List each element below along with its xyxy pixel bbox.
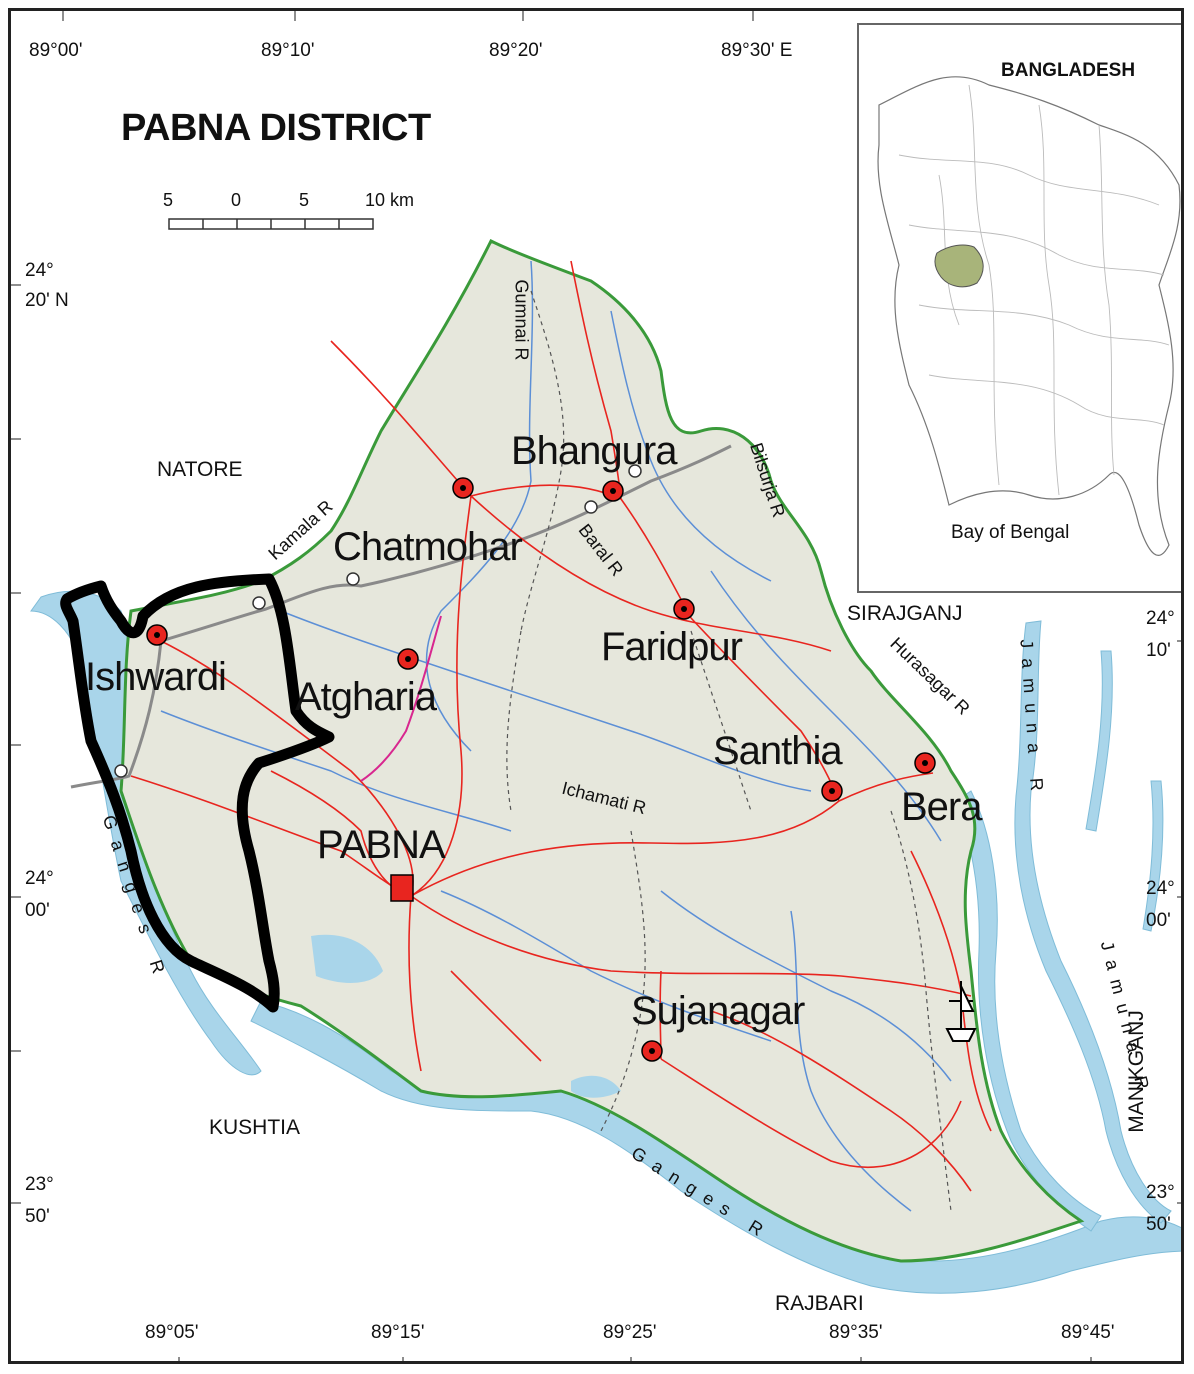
town-label-faridpur: Faridpur [601,625,743,669]
graticule-ticks [11,11,1181,1361]
port-ship-icon [945,981,977,1042]
inset-bay-label: Bay of Bengal [951,522,1070,543]
town-label-ishwardi: Ishwardi [85,655,227,699]
scale-label: 5 [299,190,310,210]
town-label-sujanagar: Sujanagar [631,989,805,1033]
scale-label: 5 [163,190,174,210]
latitude-deg: 23° [1146,1182,1175,1203]
internal-rivers [160,260,952,1212]
neighbor-district-natore: NATORE [157,458,243,481]
latitude-deg: 24° [1146,608,1175,629]
latitude-min: 50' [25,1206,50,1227]
ishwardi-annotation-outline [60,573,335,1013]
neighbor-district-kushtia: KUSHTIA [209,1116,301,1139]
map-frame: PABNA DISTRICT 5 0 5 10 km 89°00' 89°10'… [8,8,1184,1364]
scale-bar [168,218,374,230]
latitude-deg: 24° [25,868,54,889]
latitude-min: 10' [1146,640,1171,661]
town-label-chatmohar: Chatmohar [333,525,523,569]
upazila-marker-icon [397,648,419,670]
town-label-pabna: PABNA [317,823,446,867]
town-label-santhia: Santhia [713,729,843,773]
scale-label: 0 [231,190,242,210]
longitude-label: 89°05' [145,1322,199,1343]
upazila-marker-icon [673,598,695,620]
longitude-label: 89°30' E [721,40,793,61]
latitude-deg: 23° [25,1174,54,1195]
town-label-bera: Bera [901,785,982,829]
longitude-label: 89°45' [1061,1322,1115,1343]
station-markers [114,464,642,778]
neighbor-district-sirajganj: SIRAJGANJ [847,602,963,625]
upazila-marker-icon [602,480,624,502]
latitude-min: 50' [1146,1214,1171,1235]
latitude-min: 20' N [25,290,69,311]
longitude-label: 89°00' [29,40,83,61]
longitude-label: 89°10' [261,40,315,61]
map-graphic [11,11,1181,1361]
latitude-deg: 24° [1146,878,1175,899]
inner-water [311,934,621,1098]
upazila-boundaries [506,290,952,1212]
upazila-markers [146,477,936,1062]
inset-map [857,23,1181,593]
longitude-label: 89°25' [603,1322,657,1343]
upazila-marker-icon [914,752,936,774]
bangladesh-outline [877,76,1181,556]
river-label-gumnai: Gumnai R [511,279,532,361]
longitude-label: 89°20' [489,40,543,61]
upazila-marker-icon [146,624,168,646]
railways [70,444,732,789]
town-label-bhangura: Bhangura [511,429,677,473]
upazila-marker-icon [452,477,474,499]
neighbor-district-rajbari: RAJBARI [775,1292,864,1315]
longitude-label: 89°15' [371,1322,425,1343]
upazila-marker-icon [641,1040,663,1062]
inset-graphic [877,76,1181,556]
latitude-deg: 24° [25,260,54,281]
upazila-marker-icon [821,780,843,802]
scale-label: 10 km [365,190,415,210]
inset-pabna-highlight [934,244,984,288]
longitude-label: 89°35' [829,1322,883,1343]
town-label-atgharia: Atgharia [295,675,437,719]
map-title: PABNA DISTRICT [121,107,431,149]
district-hq-icon [390,874,414,902]
roads [130,260,992,1192]
inset-country-label: BANGLADESH [1001,60,1136,81]
latitude-min: 00' [1146,910,1171,931]
district-land [119,238,1085,1263]
latitude-min: 00' [25,900,50,921]
inset-district-lines [898,84,1170,496]
